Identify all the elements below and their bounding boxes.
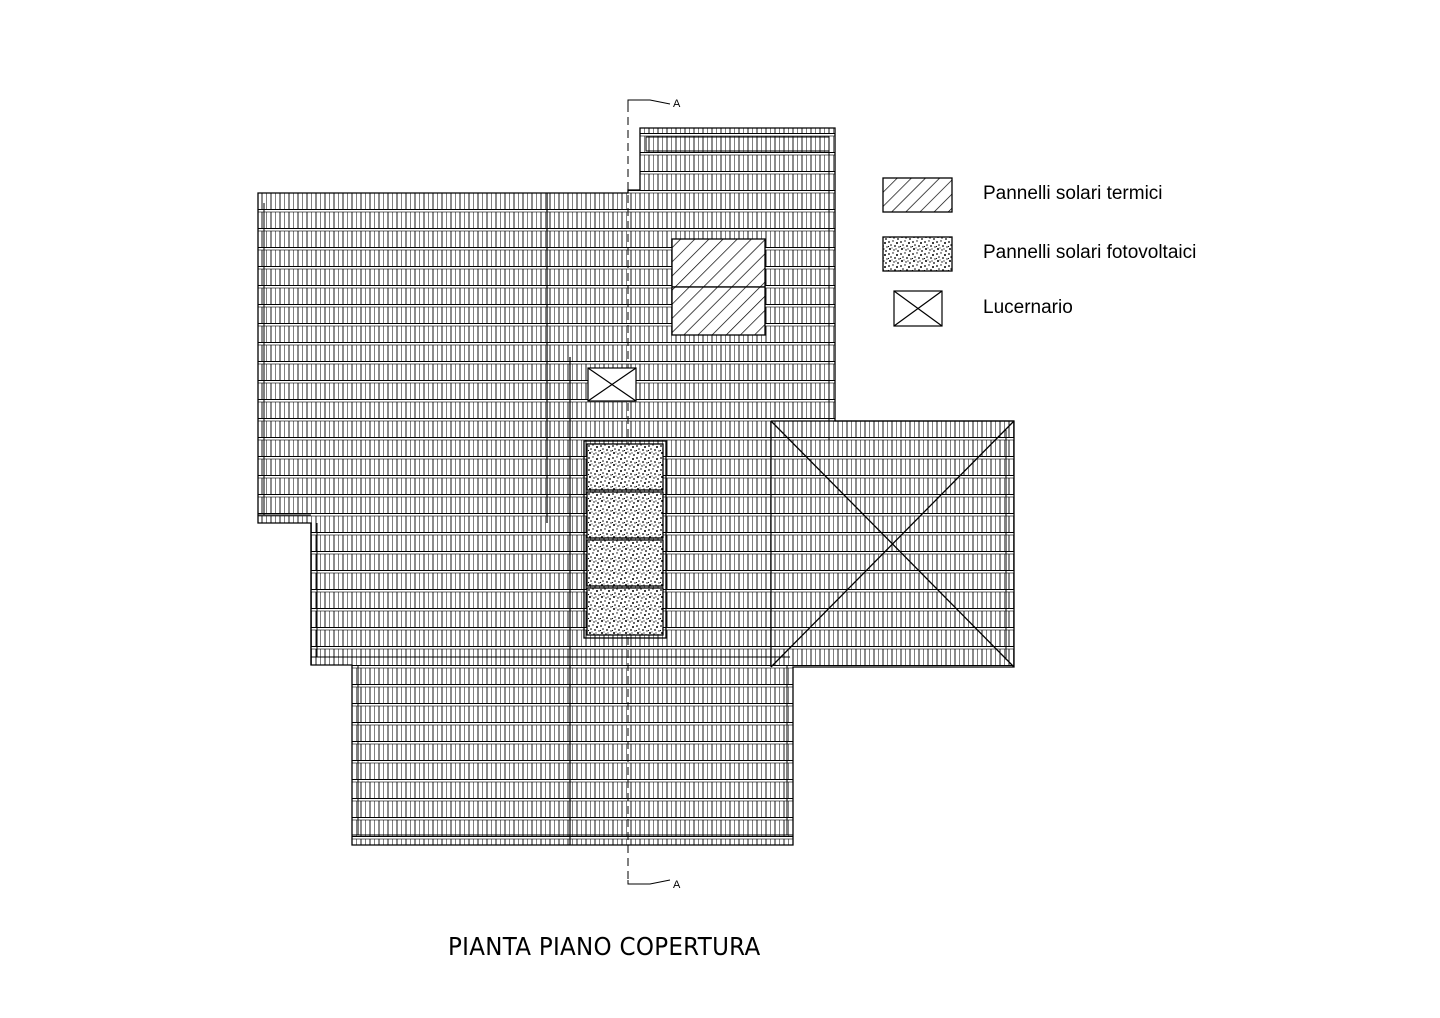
drawing-title: PIANTA PIANO COPERTURA [448,932,761,961]
legend-label-photovoltaic: Pannelli solari fotovoltaici [983,242,1197,263]
skylight-symbol [587,367,637,402]
section-marker-top: A [673,98,681,110]
hip-roof-diagonals [770,420,1015,668]
eave-lines [258,136,1007,836]
legend-photovoltaic-swatch [882,236,953,272]
solar-thermal-panels [671,238,766,336]
section-line-a [627,99,671,885]
ridge-lines [310,193,1014,845]
section-marker-bottom: A [673,879,681,891]
legend-skylight-swatch [893,290,943,327]
legend-thermal-swatch [882,177,953,213]
photovoltaic-panels [583,440,667,639]
legend-label-thermal: Pannelli solari termici [983,183,1163,204]
legend-label-skylight: Lucernario [983,297,1073,318]
